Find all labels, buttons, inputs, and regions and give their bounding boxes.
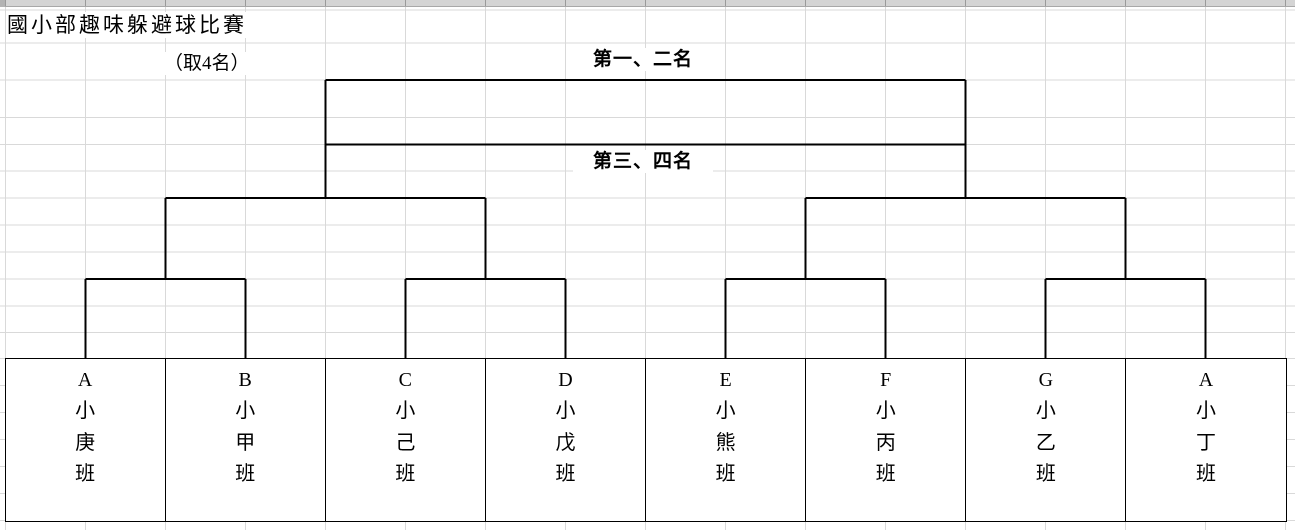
team-seed: A <box>1198 368 1214 391</box>
team-name-char: 庚 <box>75 431 96 454</box>
team-seed: D <box>558 368 573 391</box>
bracket-lines <box>84 79 1207 359</box>
third-place-match-label: 第三、四名 <box>573 150 713 173</box>
team-seed: A <box>77 368 93 391</box>
team-cell-8: A 小 丁 班 <box>1125 358 1285 521</box>
qualification-note: （取4名） <box>164 52 250 75</box>
team-cell-6: F 小 丙 班 <box>805 358 965 521</box>
team-cell-2: B 小 甲 班 <box>164 358 325 521</box>
team-cell-7: G 小 乙 班 <box>965 358 1125 521</box>
final-match-label: 第一、二名 <box>573 48 713 71</box>
header-corner-block <box>0 0 5 7</box>
team-name-char: 熊 <box>715 431 736 454</box>
team-name-char: 小 <box>1035 400 1056 423</box>
team-name-char: 班 <box>875 463 896 486</box>
team-name-char: 小 <box>875 400 896 423</box>
gridlines-vertical <box>5 7 1286 530</box>
team-name-char: 甲 <box>235 431 256 454</box>
team-name-char: 乙 <box>1035 431 1056 454</box>
team-name-char: 小 <box>715 400 736 423</box>
team-name-char: 小 <box>75 400 96 423</box>
team-cell-3: C 小 己 班 <box>324 358 485 521</box>
team-name-char: 小 <box>235 400 256 423</box>
team-name-char: 丙 <box>875 431 896 454</box>
team-name-char: 小 <box>1195 400 1216 423</box>
team-seed: B <box>238 368 252 391</box>
team-name-char: 小 <box>395 400 416 423</box>
team-cell-4: D 小 戊 班 <box>484 358 645 521</box>
team-row: A 小 庚 班 B 小 甲 班 C 小 己 班 D 小 戊 班 E 小 熊 班 <box>4 357 1287 522</box>
team-name-char: 班 <box>75 463 96 486</box>
team-seed: F <box>880 368 892 391</box>
team-name-char: 己 <box>395 431 416 454</box>
column-header-strip <box>0 0 1295 7</box>
quarterfinal-winner-lines <box>164 198 1127 279</box>
team-name-char: 班 <box>235 463 256 486</box>
team-cell-5: E 小 熊 班 <box>645 358 805 521</box>
team-name-char: 班 <box>715 463 736 486</box>
team-name-char: 班 <box>1035 463 1056 486</box>
team-name-char: 班 <box>395 463 416 486</box>
team-name-char: 丁 <box>1195 431 1216 454</box>
team-seed: E <box>719 368 732 391</box>
sheet-title: 國小部趣味躲避球比賽 <box>7 12 250 38</box>
team-name-char: 班 <box>1195 463 1216 486</box>
team-seed: C <box>398 368 412 391</box>
semifinal-winner-lines <box>324 80 967 198</box>
team-connector-lines <box>84 279 1207 359</box>
team-name-char: 小 <box>555 400 576 423</box>
team-name-char: 戊 <box>555 431 576 454</box>
team-cell-1: A 小 庚 班 <box>6 359 165 521</box>
team-name-char: 班 <box>555 463 576 486</box>
team-seed: G <box>1038 368 1054 391</box>
